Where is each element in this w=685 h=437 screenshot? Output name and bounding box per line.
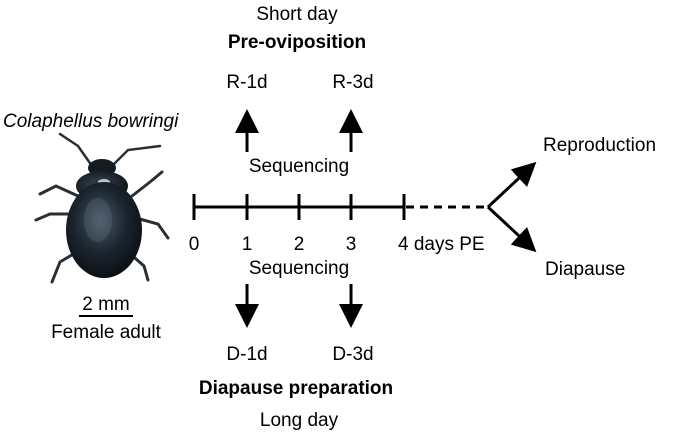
timeline: [192, 194, 406, 220]
sample-d1d: D-1d: [226, 344, 268, 365]
tick-1: 1: [241, 234, 253, 255]
tick-2: 2: [293, 234, 305, 255]
sample-r1d: R-1d: [226, 72, 268, 93]
specimen-caption: Female adult: [51, 322, 161, 343]
pre-oviposition-label: Pre-oviposition: [227, 32, 367, 53]
beetle-image: [34, 132, 170, 284]
tick-3: 3: [345, 234, 357, 255]
diapause-arrow: [486, 205, 537, 253]
species-name: Colaphellus bowringi: [3, 111, 179, 132]
sample-d3d: D-3d: [332, 344, 374, 365]
scale-bar-label: 2 mm: [82, 294, 130, 315]
tick-0: 0: [188, 234, 200, 255]
diapause-label: Diapause: [545, 259, 626, 280]
tick-4: 4 days PE: [398, 234, 485, 255]
reproduction-label: Reproduction: [543, 135, 657, 156]
sequencing-top-label: Sequencing: [248, 156, 350, 177]
long-day-label: Long day: [259, 410, 339, 431]
sequencing-bottom-label: Sequencing: [248, 258, 350, 279]
diapause-preparation-label: Diapause preparation: [198, 378, 394, 399]
sample-r3d: R-3d: [332, 72, 374, 93]
reproduction-arrow: [486, 161, 537, 209]
short-day-label: Short day: [256, 4, 338, 25]
